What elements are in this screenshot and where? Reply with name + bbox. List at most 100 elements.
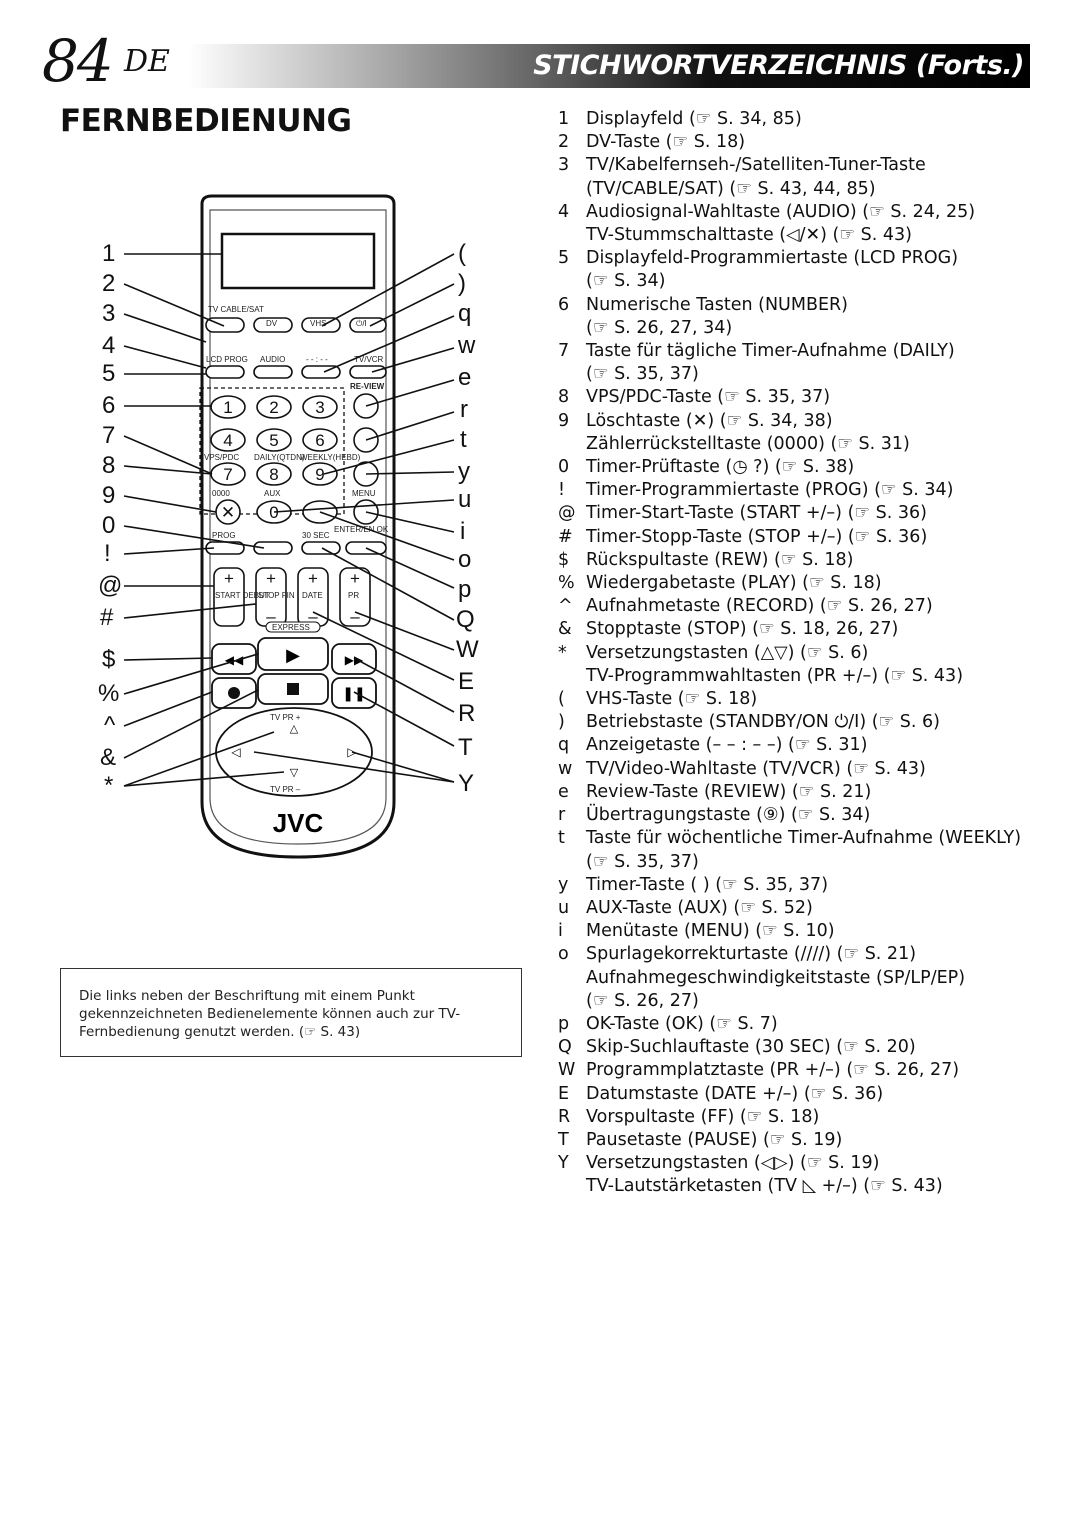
remote-drawing: TV CABLE/SAT DV VHS ⏻/I LCD PROG AUDIO -… (123, 194, 455, 859)
index-key: 5 (558, 248, 570, 269)
dv-button[interactable] (253, 317, 293, 333)
callout-left: 6 (102, 392, 116, 419)
index-key: u (558, 897, 570, 918)
number-key-label: 2 (269, 398, 278, 417)
rewind-button[interactable] (211, 643, 257, 675)
callout-left: * (104, 772, 114, 799)
number-key[interactable] (302, 462, 338, 486)
pause-icon: ❚❚ (342, 686, 365, 702)
index-text: Menütaste (MENU) (☞ S. 10) (586, 921, 835, 942)
standby-button[interactable] (349, 317, 387, 333)
index-text: Audiosignal-Wahltaste (AUDIO) (☞ S. 24, … (586, 201, 976, 222)
number-key-label: 6 (315, 431, 324, 450)
number-key[interactable] (302, 395, 338, 419)
index-key: t (558, 828, 565, 849)
index-text: TV-Stummschalttaste (◁/✕) (☞ S. 43) (586, 225, 912, 246)
page-header: 84 DE STICHWORTVERZEICHNIS (Forts.) (0, 30, 1080, 92)
tv-vcr-button[interactable] (349, 365, 387, 379)
standby-label: ⏻/I (356, 319, 367, 328)
svg-text:+: + (266, 569, 276, 588)
index-entry: @Timer-Start-Taste (START +/–) (☞ S. 36) (558, 502, 1038, 525)
number-key-label: 7 (223, 465, 232, 484)
svg-text:+: + (308, 569, 318, 588)
index-entry: u AUX-Taste (AUX) (☞ S. 52) (558, 897, 1038, 920)
svg-text:–: – (308, 607, 318, 626)
callout-left: 0 (102, 512, 116, 539)
index-text: Vorspultaste (FF) (☞ S. 18) (586, 1106, 820, 1127)
timer-check-button[interactable] (253, 541, 293, 555)
number-key-label: 5 (269, 431, 278, 450)
index-text: Taste für wöchentliche Timer-Aufnahme (W… (586, 828, 1022, 849)
callout-left: & (100, 744, 117, 771)
index-text: TV/Video-Wahltaste (TV/VCR) (☞ S. 43) (586, 758, 926, 779)
index-text: Löschtaste (✕) (☞ S. 34, 38) (586, 410, 833, 431)
svg-text:–: – (350, 607, 360, 626)
index-key: % (558, 573, 575, 594)
index-text: Rückspultaste (REW) (☞ S. 18) (586, 549, 854, 570)
index-key: Y (558, 1153, 569, 1174)
callout-left: % (98, 680, 120, 707)
aux-label: AUX (264, 489, 281, 498)
index-text: Übertragungstaste (⑨) (☞ S. 34) (586, 805, 871, 826)
index-key: 1 (558, 109, 570, 129)
index-text: AUX-Taste (AUX) (☞ S. 52) (586, 897, 813, 918)
number-key-label: 3 (315, 398, 324, 417)
audio-button[interactable] (253, 365, 293, 379)
index-text: Taste für tägliche Timer-Aufnahme (DAILY… (586, 341, 955, 362)
index-key: 9 (558, 410, 570, 431)
callout-right: p (458, 576, 472, 603)
page-number: 84 (42, 27, 114, 95)
svg-text:+: + (350, 569, 360, 588)
index-text: Spurlagekorrekturtaste (////) (☞ S. 21) (586, 944, 917, 965)
pr-paddle[interactable] (339, 567, 371, 627)
callout-right: E (458, 668, 475, 695)
record-icon (228, 687, 240, 699)
index-text: Timer-Prüftaste (◷ ?) (☞ S. 38) (586, 457, 855, 478)
callout-right: i (460, 518, 466, 545)
fast-forward-button[interactable] (331, 643, 377, 675)
lcd-prog-button[interactable] (205, 365, 245, 379)
callout-right: Q (456, 606, 475, 633)
index-entry: ^Aufnahmetaste (RECORD) (☞ S. 26, 27) (558, 595, 1038, 618)
index-entry: 5 Displayfeld-Programmiertaste (LCD PROG)… (558, 247, 1038, 293)
index-text: Aufnahmegeschwindigkeitstaste (SP/LP/EP) (586, 967, 966, 988)
callout-right: T (458, 734, 473, 761)
index-key: Q (558, 1037, 572, 1058)
pause-button[interactable] (331, 677, 377, 709)
index-key: # (558, 526, 573, 547)
index-key: 7 (558, 341, 570, 362)
index-key: & (558, 619, 572, 640)
number-key[interactable] (256, 428, 292, 452)
start-paddle[interactable] (213, 567, 245, 627)
fast-forward-icon: ▶▶ (345, 653, 364, 667)
stop-icon (287, 683, 299, 695)
number-key[interactable] (302, 428, 338, 452)
number-key-label: 8 (269, 465, 278, 484)
number-key[interactable] (256, 395, 292, 419)
callout-left: 2 (102, 270, 116, 297)
index-key: q (558, 735, 570, 756)
index-text: Pausetaste (PAUSE) (☞ S. 19) (586, 1129, 843, 1150)
start-label: START DEBUT (215, 591, 270, 600)
number-key-label: 9 (315, 465, 324, 484)
callout-right: y (458, 458, 470, 485)
number-key[interactable] (256, 462, 292, 486)
cancel-icon: ✕ (221, 503, 235, 522)
number-key[interactable] (210, 395, 246, 419)
callout-right: R (458, 700, 476, 727)
tv-cable-sat-button[interactable] (205, 317, 245, 333)
remote-illustration: TV CABLE/SAT DV VHS ⏻/I LCD PROG AUDIO -… (94, 192, 494, 872)
index-text: Stopptaste (STOP) (☞ S. 18, 26, 27) (586, 619, 899, 640)
number-key[interactable] (210, 428, 246, 452)
index-text: Displayfeld-Programmiertaste (LCD PROG) (586, 248, 959, 269)
skip-search-button[interactable] (301, 541, 341, 555)
index-text: Timer-Taste ( ) (☞ S. 35, 37) (586, 874, 829, 895)
